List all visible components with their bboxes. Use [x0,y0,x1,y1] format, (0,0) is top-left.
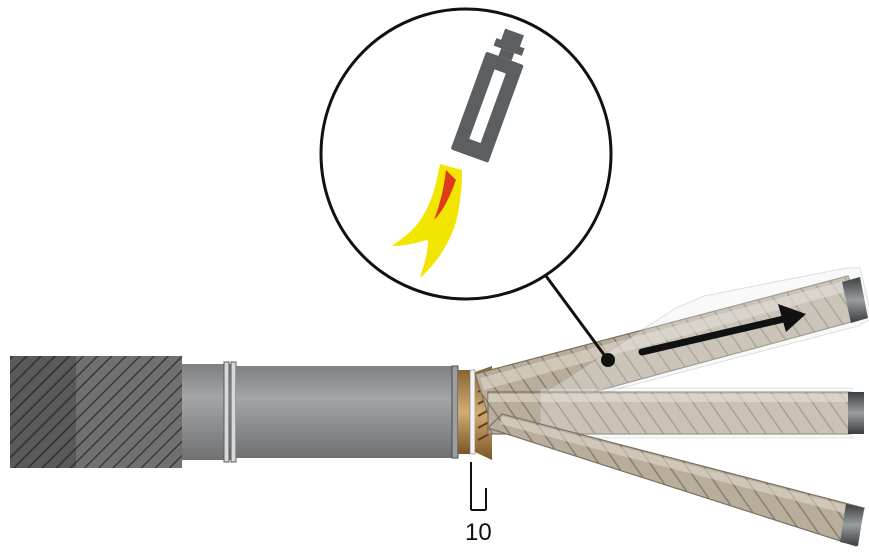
magnified-detail-callout [319,7,615,367]
cable-body [10,356,476,468]
white-tape-gap [469,369,476,455]
upper-core-highlight [480,280,852,390]
lower-core-end-cap [840,504,864,546]
middle-core-end-cap [848,392,864,434]
middle-core-highlight [488,394,850,402]
callout-leader-line [544,275,610,361]
middle-heat-shrink-tube [539,387,853,439]
callout-pointer-dot [601,353,615,367]
upper-core-end-cap [842,277,868,323]
lower-core [486,413,865,547]
dimension-marker: 10 [465,462,492,546]
outer-armour-left [10,356,76,468]
flame-icon [392,164,462,278]
lower-core-highlight [500,416,864,518]
sheath-end-ring [451,365,459,459]
sheath-ring-1 [223,361,230,463]
dimension-label: 10 [465,519,492,546]
outer-armour-right [76,356,182,468]
arrow-right-icon [638,304,806,356]
cable-sheath [236,366,456,458]
copper-tape [458,370,470,454]
heat-gun-icon [451,28,525,163]
sheath-ring-2 [230,361,237,463]
